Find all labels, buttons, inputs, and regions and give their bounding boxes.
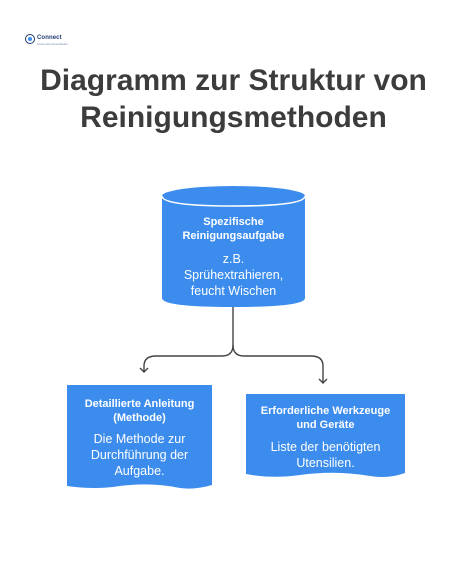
node-left-text: Detaillierte Anleitung (Methode) Die Met… [67, 397, 212, 479]
connector-left [139, 344, 234, 373]
connector-right [232, 344, 328, 384]
connector-lines [139, 307, 328, 384]
node-top-body-3: feucht Wischen [190, 284, 277, 298]
node-top-heading-2: Reinigungsaufgabe [182, 230, 285, 242]
node-right-body-1: Liste der benötigten [270, 440, 381, 454]
node-left-body-3: Aufgabe. [114, 464, 165, 478]
logo-mark-icon [25, 34, 35, 44]
logo-tagline: Unternehmenssoftware [37, 42, 69, 46]
node-left-heading-2: (Methode) [113, 412, 166, 424]
node-left-body-2: Durchführung der [90, 448, 189, 462]
node-top-body-1: z.B. [222, 252, 245, 266]
node-right-text: Erforderliche Werkzeuge und Geräte Liste… [246, 404, 405, 471]
node-left-heading-1: Detaillierte Anleitung [84, 398, 195, 410]
node-right-heading-2: und Geräte [296, 419, 355, 431]
node-top-text: Spezifische Reinigungsaufgabe z.B. Sprüh… [162, 215, 305, 299]
title-line-1: Diagramm zur Struktur von [40, 64, 427, 97]
node-left-body-1: Die Methode zur [93, 432, 186, 446]
diagram-title: Diagramm zur Struktur von Reinigungsmeth… [0, 62, 467, 136]
logo-text: Connect [37, 35, 62, 41]
title-line-2: Reinigungsmethoden [80, 101, 387, 134]
node-top-cylinder [161, 186, 306, 307]
node-right-document [246, 394, 405, 477]
node-right-body-2: Utensilien. [296, 456, 355, 470]
node-top-heading-1: Spezifische [203, 216, 264, 228]
node-top-body-2: Sprühextrahieren, [183, 268, 284, 282]
node-left-document [67, 385, 212, 489]
company-logo: Connect Unternehmenssoftware [25, 33, 69, 49]
node-right-heading-1: Erforderliche Werkzeuge [260, 405, 391, 417]
